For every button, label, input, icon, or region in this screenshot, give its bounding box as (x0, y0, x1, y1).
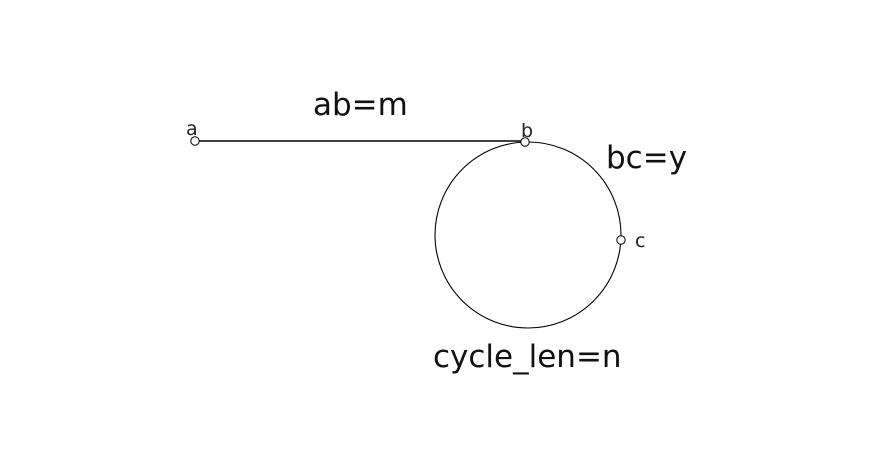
segment-ab-label: ab=m (313, 87, 408, 123)
point-b (520, 137, 530, 147)
point-c-label: c (635, 230, 645, 252)
cycle-length-label: cycle_len=n (433, 339, 622, 375)
arc-bc-label: bc=y (606, 140, 687, 176)
point-c (616, 235, 626, 245)
point-b-label: b (521, 120, 533, 142)
point-a (190, 136, 200, 146)
point-a-label: a (186, 118, 198, 140)
cycle-circle (434, 141, 622, 329)
